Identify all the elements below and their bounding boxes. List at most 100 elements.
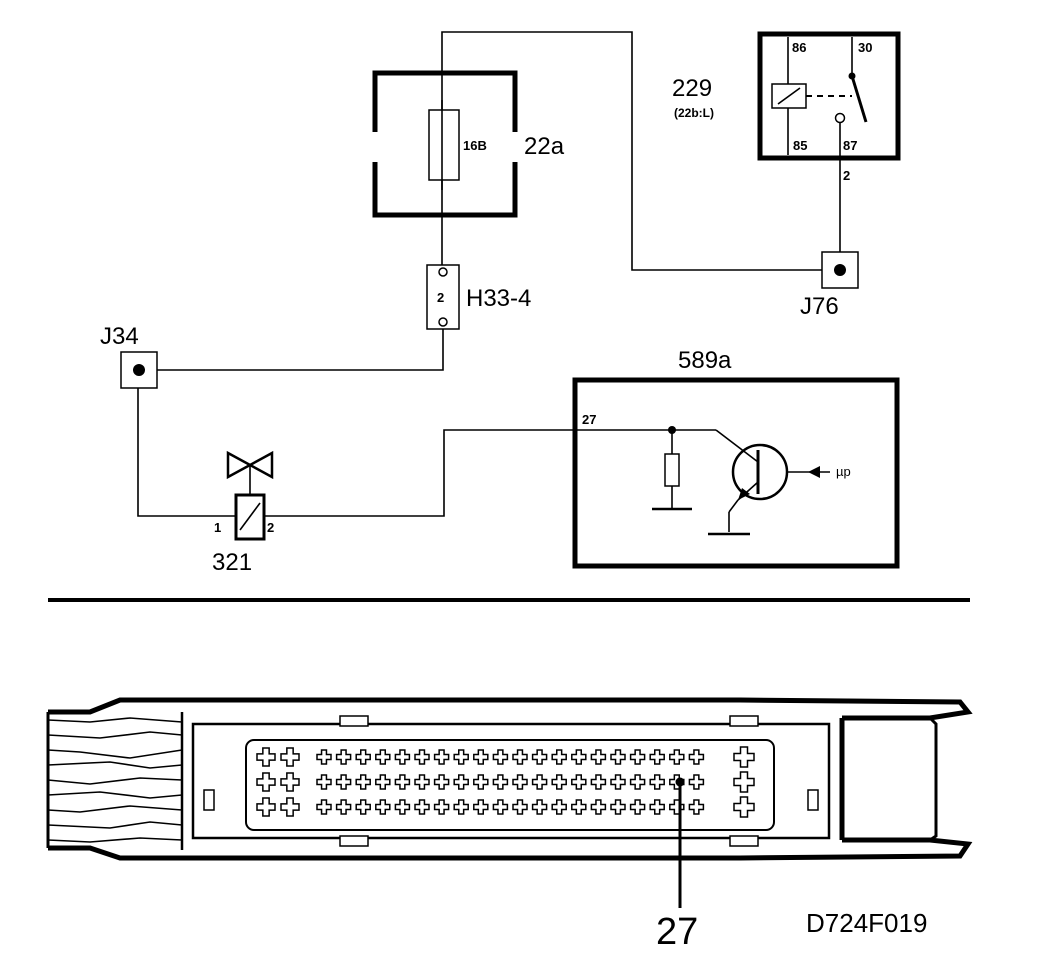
junction-j76-label: J76 (800, 293, 839, 320)
pin-cavity (649, 749, 665, 765)
junction-j76: J76 (800, 251, 859, 320)
ecu-connector-view: 27 (46, 697, 973, 953)
microprocessor-symbol: µp (836, 464, 851, 479)
connector-h33-label: H33-4 (466, 285, 531, 312)
pin-cavity (453, 749, 469, 765)
pin-cavity (394, 749, 411, 765)
pin-cavity (571, 774, 587, 790)
pin-cavity (414, 774, 430, 790)
pin-cavity (610, 799, 626, 815)
pin-cavity (355, 774, 371, 790)
pin-cavity (688, 799, 705, 815)
pin-cavity (629, 799, 646, 815)
relay-outline (757, 31, 901, 161)
valve-pin-left: 1 (214, 520, 221, 535)
pin-cavity (316, 774, 332, 790)
valve-label: 321 (212, 549, 252, 576)
pin-cavity (629, 774, 646, 790)
relay-pin-85: 85 (793, 138, 807, 153)
connector-h33-4: 2 H33-4 (426, 264, 531, 330)
solenoid-valve: 1 2 321 (212, 450, 274, 576)
relay-switch-contact (850, 75, 868, 123)
pin-cavity (335, 774, 352, 790)
pin-cavity (256, 747, 276, 767)
pin-cavity (733, 796, 755, 818)
pin-cavity (473, 799, 489, 815)
pin-cavity (688, 749, 705, 765)
pin-cavity (649, 799, 665, 815)
pin-cavity (629, 749, 646, 765)
pin-cavity (512, 799, 528, 815)
fuse-symbol (428, 109, 460, 181)
pin-cavity (375, 774, 391, 790)
pin-cavity (355, 749, 371, 765)
wire-fuse-to-j76 (441, 31, 840, 271)
pin-cavity (473, 774, 489, 790)
wire-bundle (46, 712, 183, 848)
wire-valve-to-ecu (264, 429, 670, 517)
junction-j34: J34 (100, 323, 158, 389)
control-unit-pin: 27 (582, 412, 596, 427)
pin-cavity (531, 774, 548, 790)
pin-cavity (512, 774, 528, 790)
pin-cavity (492, 774, 509, 790)
control-unit-label: 589a (678, 347, 732, 374)
pin-cavity (669, 749, 685, 765)
connector-housing-bottom (48, 837, 973, 861)
pin-cavity (733, 771, 755, 793)
pin-cavity (453, 799, 469, 815)
pin-cavity (610, 774, 626, 790)
pin-cavity (256, 797, 276, 817)
resistor-symbol (664, 453, 680, 487)
pin-cavity (414, 749, 430, 765)
pin-cavity (649, 774, 665, 790)
relay-ref: (22b:L) (674, 106, 714, 120)
pin-cavity (492, 749, 509, 765)
relay-pin-87: 87 (843, 138, 857, 153)
pin-cavity (492, 799, 509, 815)
control-unit-outline (572, 377, 900, 569)
pin-cavity (316, 749, 332, 765)
fuse-box-label: 22a (524, 133, 565, 160)
valve-pin-right: 2 (267, 520, 274, 535)
fuse-box: 16B 22a (369, 70, 565, 218)
pin-cavity (531, 799, 548, 815)
pin-cavity (733, 746, 755, 768)
relay-output-pin: 2 (843, 168, 850, 183)
control-unit: 589a 27 µp (572, 347, 900, 569)
pin-cavity (280, 747, 300, 767)
pin-cavity (590, 749, 607, 765)
pin-cavity (590, 774, 607, 790)
pin-cavity (512, 749, 528, 765)
pin-cavity (375, 799, 391, 815)
pin-cavity (453, 774, 469, 790)
pin-cavity (571, 799, 587, 815)
pin-cavity (256, 772, 276, 792)
pin-cavity (590, 799, 607, 815)
pin-27-callout-label: 27 (656, 911, 698, 952)
pin-cavity (433, 774, 450, 790)
pin-cavity (355, 799, 371, 815)
pin-cavity (551, 749, 567, 765)
pin-cavity (433, 799, 450, 815)
pin-cavity (394, 799, 411, 815)
relay-label: 229 (672, 75, 712, 102)
pin-cavity (551, 799, 567, 815)
pin-cavity (335, 749, 352, 765)
relay-pin-86: 86 (792, 40, 806, 55)
pin-cavity (280, 797, 300, 817)
pin-cavity (473, 749, 489, 765)
pin-cavity (280, 772, 300, 792)
pin-cavity (531, 749, 548, 765)
junction-j34-label: J34 (100, 323, 139, 350)
pin-cavity (551, 774, 567, 790)
connector-housing-top (48, 697, 973, 721)
pin-cavity (571, 749, 587, 765)
pin-cavity (335, 799, 352, 815)
pin-cavity (414, 799, 430, 815)
drawing-code: D724F019 (806, 908, 927, 938)
relay-pin-30: 30 (858, 40, 872, 55)
pin-cavity (375, 749, 391, 765)
relay: 86 30 85 87 229 (22b:L) 2 (672, 31, 901, 183)
